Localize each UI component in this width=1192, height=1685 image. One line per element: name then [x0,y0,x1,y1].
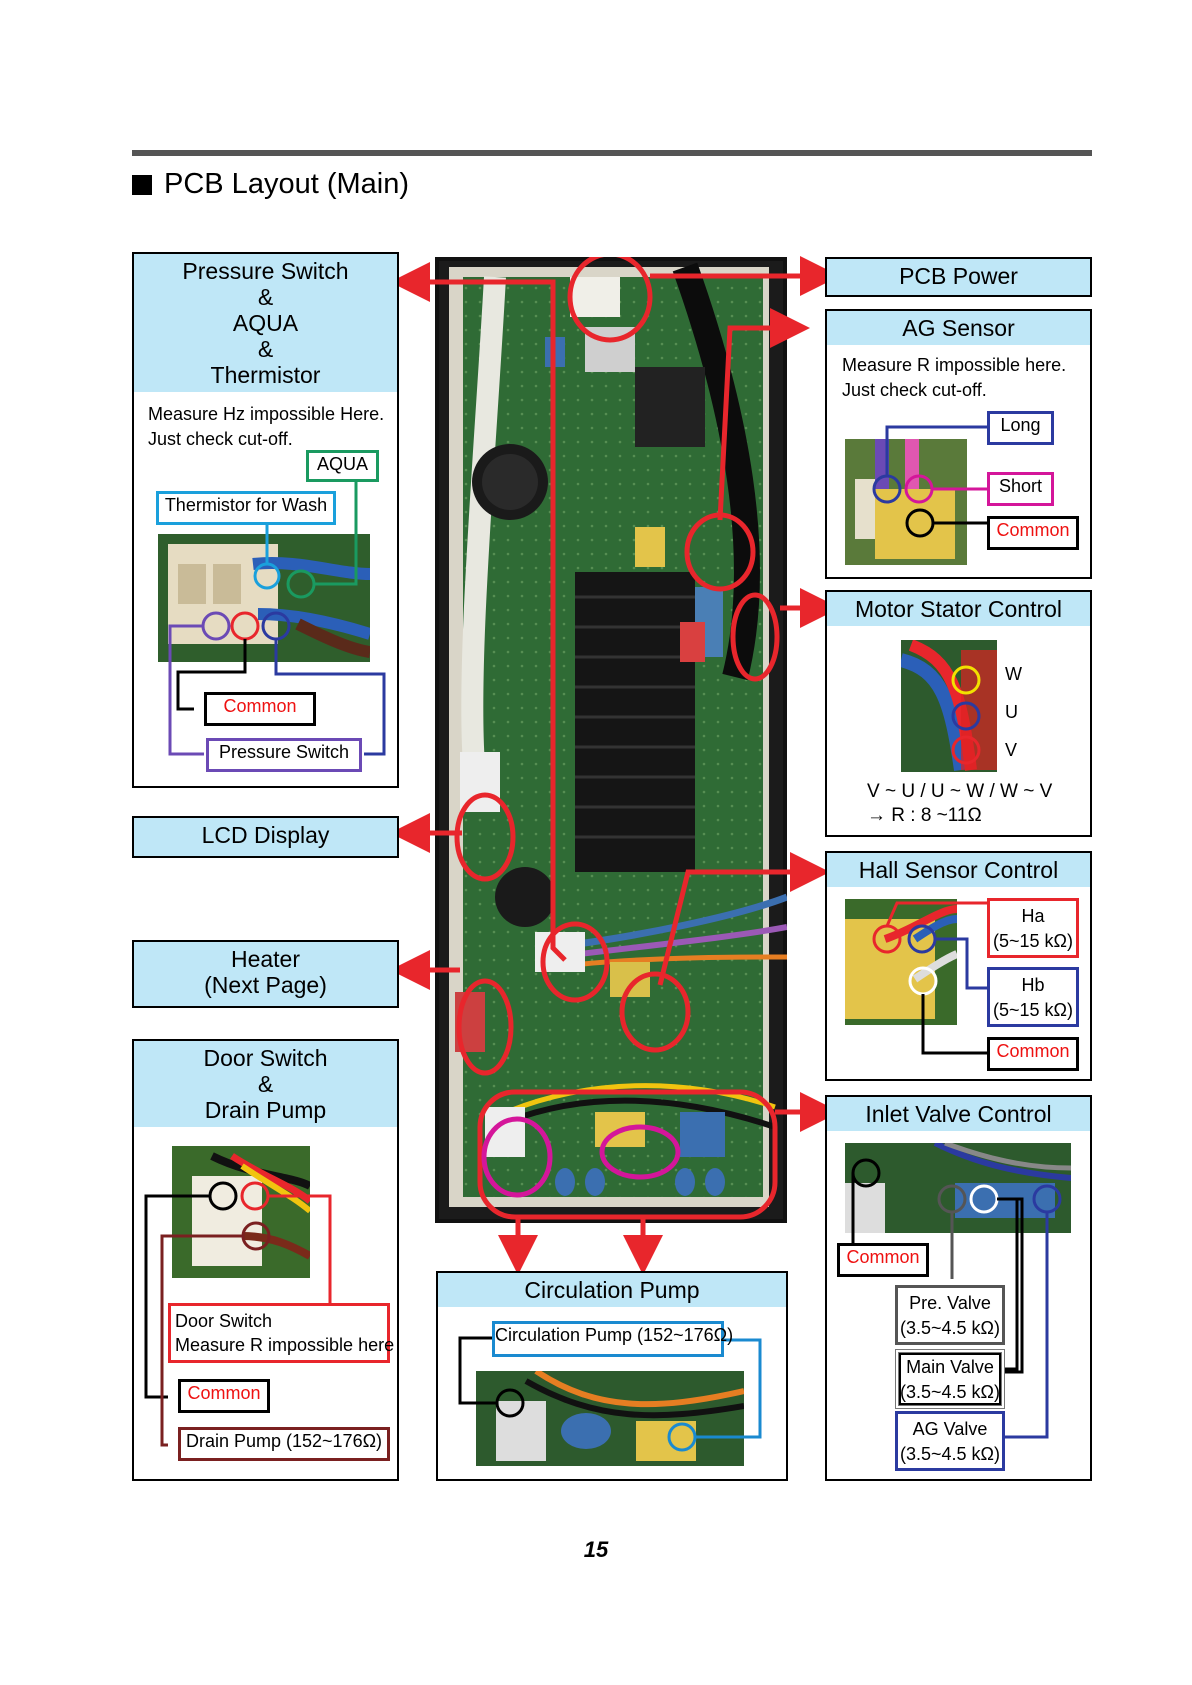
phase-v-label: V [1005,740,1018,760]
phase-u-label: U [1005,702,1018,722]
common-label: Common [837,1243,929,1277]
door-drain-callout-lines [144,1181,332,1447]
motor-connector-photo [901,640,1027,772]
pcb-photo [435,257,787,1223]
pressure-switch-label: Pressure Switch [206,738,362,772]
hb-label: Hb (5~15 kΩ) [987,967,1079,1027]
square-bullet-icon [132,174,152,195]
pressure-switch-header: Pressure Switch & AQUA & Thermistor [134,254,397,392]
circulation-pump-label: Circulation Pump (152~176Ω) [492,1321,733,1357]
heater-header: Heater (Next Page) [134,942,397,1006]
pre-valve-label: Pre. Valve (3.5~4.5 kΩ) [895,1285,1005,1345]
long-label: Long [987,411,1054,445]
thermistor-label: Thermistor for Wash [156,491,336,525]
pcb-illustration [439,257,787,1220]
common-label: Common [204,692,316,726]
heater-panel: Heater (Next Page) [132,940,399,1008]
ag-sensor-callout-lines [872,425,987,538]
circulation-pump-panel: Circulation Pump Circulation Pump (152~1… [436,1271,788,1481]
motor-stator-header: Motor Stator Control [827,592,1090,626]
main-valve-label: Main Valve (3.5~4.5 kΩ) [895,1349,1005,1409]
door-drain-header: Door Switch & Drain Pump [134,1041,397,1127]
pressure-switch-panel: Pressure Switch & AQUA & Thermistor Meas… [132,252,399,788]
top-rule [132,150,1092,156]
circulation-pump-header: Circulation Pump [438,1273,786,1307]
pressure-connector-photo [158,534,370,662]
ag-sensor-note: Measure R impossible here. Just check cu… [842,355,1067,400]
hall-sensor-panel: Hall Sensor Control Ha (5~15 kΩ) Hb (5~1… [825,851,1092,1081]
lcd-display-header: LCD Display [134,818,397,856]
common-label: Common [987,516,1079,550]
hall-sensor-callout-lines [872,901,987,1055]
door-switch-label: Door Switch Measure R impossible here [168,1303,394,1363]
ag-sensor-panel: AG Sensor Measure R impossible here. Jus… [825,309,1092,579]
common-label: Common [178,1379,270,1413]
common-label: Common [987,1037,1079,1071]
circulation-pump-connector-photo [476,1371,744,1466]
hall-sensor-header: Hall Sensor Control [827,853,1090,887]
door-drain-panel: Door Switch & Drain Pump Door Switch Mea… [132,1039,399,1481]
aqua-label: AQUA [306,450,379,482]
short-label: Short [987,472,1054,506]
section-title: PCB Layout (Main) [132,168,409,201]
pcb-power-header: PCB Power [827,259,1090,295]
circulation-callout-lines [458,1336,762,1452]
ag-valve-label: AG Valve (3.5~4.5 kΩ) [895,1411,1005,1471]
motor-resistance-formula: V ~ U / U ~ W / W ~ V → R : 8 ~11Ω [867,781,1053,826]
pressure-switch-note: Measure Hz impossible Here. Just check c… [148,404,385,449]
drain-pump-label: Drain Pump (152~176Ω) [178,1427,390,1461]
pressure-callout-lines [168,482,386,756]
ha-label: Ha (5~15 kΩ) [987,898,1079,958]
motor-callout-circles [951,665,981,765]
pcb-power-panel: PCB Power [825,257,1092,297]
lcd-display-panel: LCD Display [132,816,399,858]
inlet-valve-panel: Inlet Valve Control Common Pre. Valve (3… [825,1095,1092,1481]
door-drain-connector-photo [172,1146,310,1278]
page-number: 15 [583,1537,609,1562]
motor-stator-panel: Motor Stator Control W U V V ~ U / U ~ W… [825,590,1092,837]
phase-w-label: W [1005,664,1022,684]
inlet-valve-header: Inlet Valve Control [827,1097,1090,1131]
ag-sensor-header: AG Sensor [827,311,1090,345]
